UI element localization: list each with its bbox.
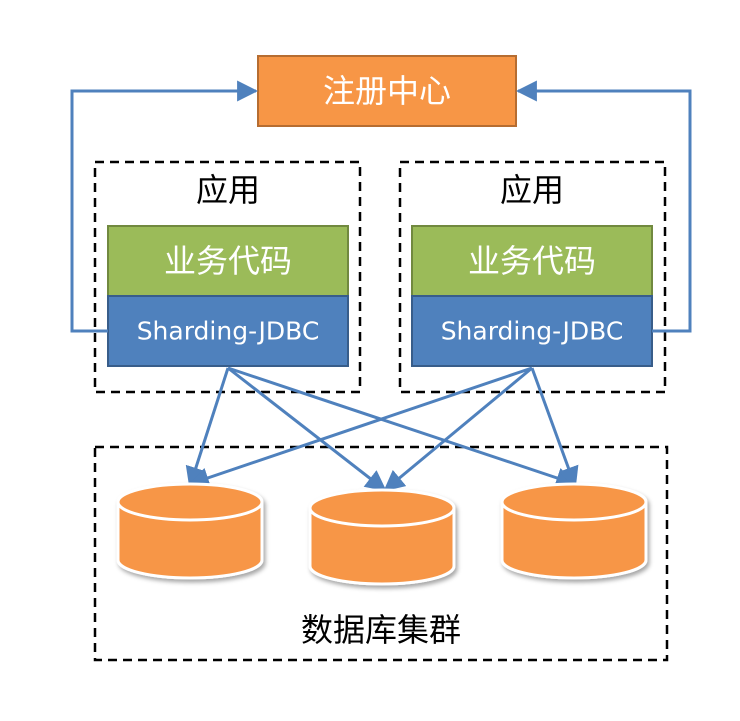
arrow-right-to-db3: [530, 367, 579, 488]
arrow-left-to-db3: [227, 366, 577, 488]
app-title-right: 应用: [500, 171, 564, 209]
app-title-left: 应用: [196, 171, 260, 209]
business-code-box-right: [411, 225, 653, 297]
business-code-label-left: 业务代码: [164, 242, 292, 280]
business-code-label-right: 业务代码: [468, 242, 596, 280]
app-left: 应用 业务代码 Sharding-JDBC: [107, 171, 349, 367]
database-cluster-label: 数据库集群: [301, 611, 461, 649]
sharding-jdbc-box-right: [411, 295, 653, 367]
arrow-left-to-db2: [227, 366, 387, 492]
sharding-jdbc-label-right: Sharding-JDBC: [441, 317, 624, 346]
registry-arrow-left: [70, 80, 259, 333]
database-3: [500, 482, 648, 580]
database-top: [116, 482, 264, 522]
registry-center: 注册中心: [257, 55, 517, 127]
arrow-left-to-db1: [185, 367, 230, 488]
database-2: [308, 488, 456, 586]
sharding-jdbc-label-left: Sharding-JDBC: [137, 317, 320, 346]
database-body: [308, 508, 456, 586]
arrow-right-to-db2: [383, 366, 533, 492]
registry-label: 注册中心: [323, 72, 451, 110]
database-top: [500, 482, 648, 522]
database-body: [500, 502, 648, 580]
app-group-border-left: [93, 160, 362, 394]
database-body: [116, 502, 264, 580]
sharding-jdbc-box-left: [107, 295, 349, 367]
database-top: [308, 488, 456, 528]
app-group-border-right: [398, 160, 667, 394]
registry-arrow-right: [515, 80, 692, 333]
app-right: 应用 业务代码 Sharding-JDBC: [411, 171, 653, 367]
database-cluster-border: [93, 445, 669, 662]
database-arrows: [185, 366, 579, 492]
arrow-right-to-db1: [188, 366, 533, 488]
database-1: [116, 482, 264, 580]
registry-box: [257, 55, 517, 127]
